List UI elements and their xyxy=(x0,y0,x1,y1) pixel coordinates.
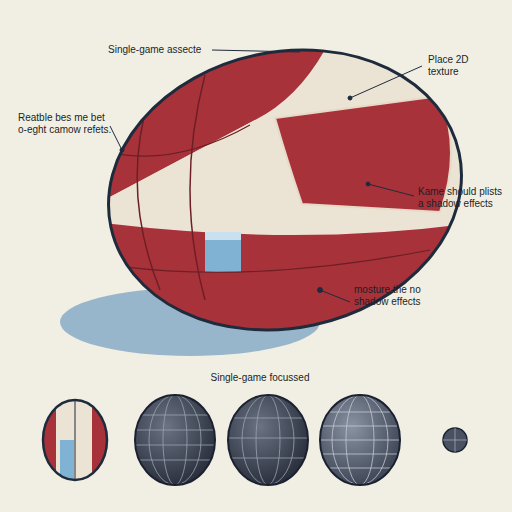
callout-label: Reatble bes me bet o-eght camow refets. xyxy=(18,112,112,136)
section-heading: Single-game focussed xyxy=(4,372,512,384)
ball-variants xyxy=(40,395,467,485)
callout-label: Place 2D texture xyxy=(428,54,490,78)
callout-label: Single-game assecte xyxy=(108,44,212,56)
callout-label: mosture the no shadow effects xyxy=(354,284,438,308)
callout-label: Kame should plists a shadow effects xyxy=(418,186,502,210)
leader-lines xyxy=(110,50,422,302)
